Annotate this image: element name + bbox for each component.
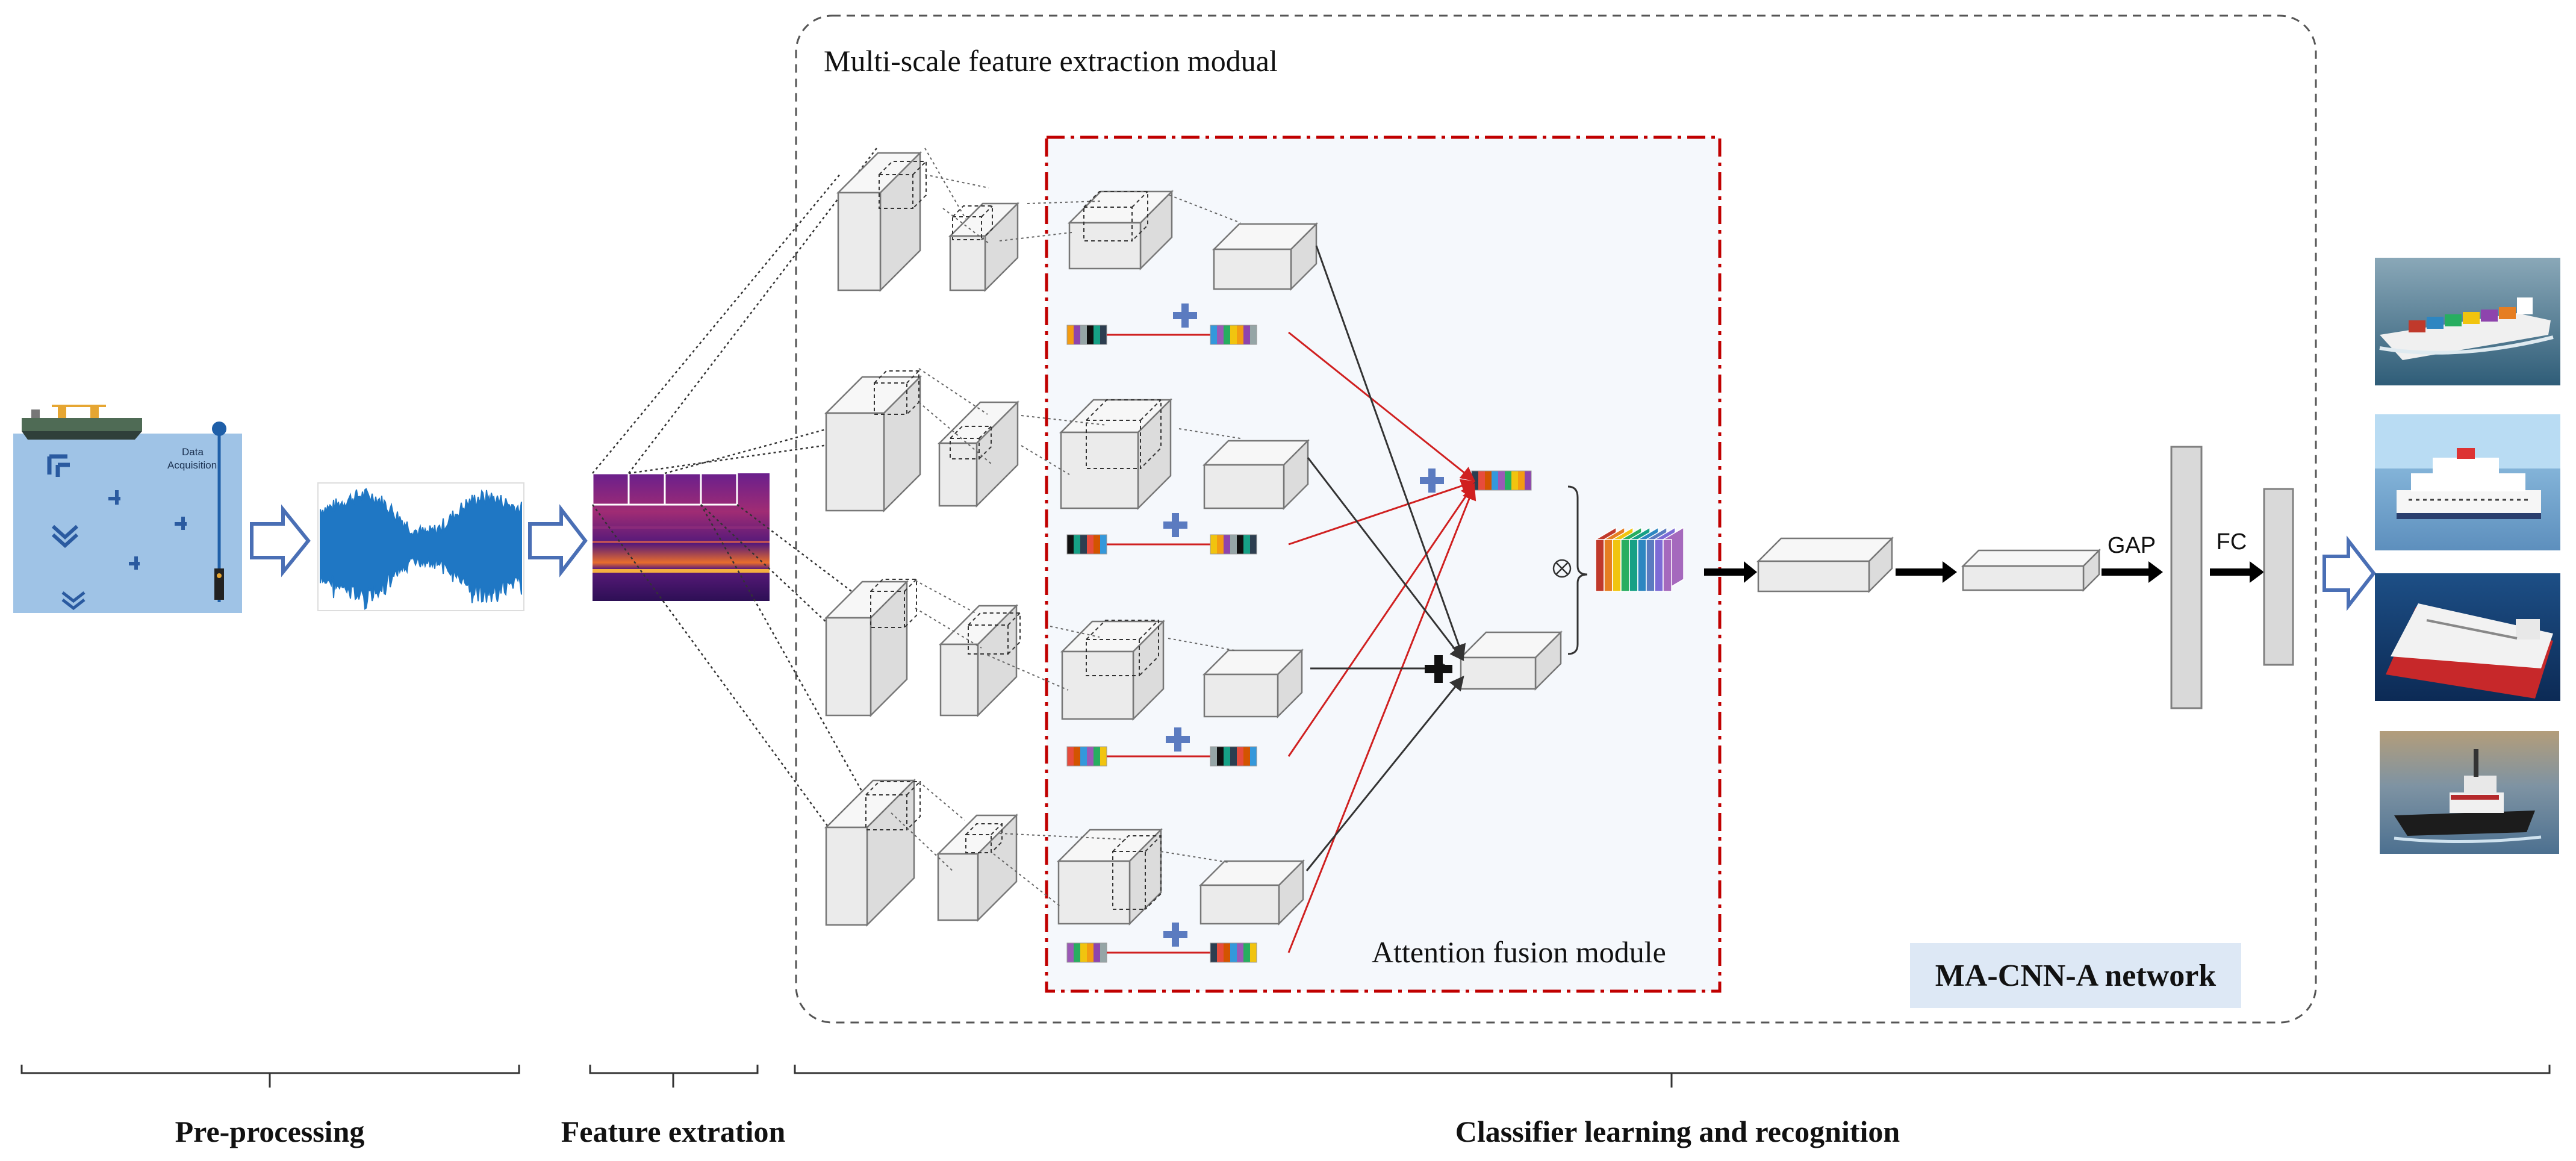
conv-cube [836, 151, 927, 293]
conv-cube [948, 201, 1020, 293]
plus-icon [1166, 727, 1190, 752]
conv-cube [1060, 619, 1166, 721]
multiscale-title: Multi-scale feature extraction modual [824, 44, 1278, 78]
attention-vector [1210, 325, 1257, 345]
conv-cube [1059, 397, 1173, 511]
conv-cube [1212, 222, 1319, 291]
attention-vector [1066, 746, 1107, 767]
conv-layers [824, 148, 2102, 927]
stage-label-classifier: Classifier learning and recognition [1455, 1115, 1900, 1148]
process-arrow [2322, 535, 2376, 611]
spectrogram [591, 472, 770, 601]
attention-vector [1066, 325, 1107, 345]
ship-image-container [2375, 258, 2560, 385]
plus-icon [1420, 468, 1444, 493]
attention-vector [1210, 942, 1257, 963]
stage-label-preprocessing: Pre-processing [175, 1115, 365, 1148]
conv-cube [1067, 189, 1174, 271]
attention-vector [1210, 746, 1257, 767]
data-acquisition-panel: Data Acquisition [13, 405, 242, 613]
ship-image-ferry [2375, 414, 2560, 550]
attention-vector [1066, 942, 1107, 963]
multiscale-region [795, 14, 2317, 1024]
conv-cube [824, 579, 917, 718]
gap-layer [2170, 446, 2203, 709]
conv-cube [824, 778, 921, 927]
conv-cube [937, 400, 1020, 508]
attention-feature-block [1595, 526, 1684, 593]
conv-cube [938, 603, 1021, 718]
fish-icon [47, 454, 70, 477]
conv-cube [1756, 536, 1894, 594]
conv-cube [1458, 630, 1563, 691]
fish-icon [51, 524, 79, 549]
plus-icon [1163, 923, 1187, 947]
network-badge [1910, 943, 2241, 1008]
conv-cube [1056, 827, 1163, 926]
ship-image-tugboat [2380, 731, 2559, 854]
gap-label: GAP [2108, 533, 2156, 558]
fish-icon [129, 556, 140, 570]
network-name: MA-CNN-A network [1935, 959, 2217, 993]
stage-label-feature-extraction: Feature extration [561, 1115, 786, 1148]
plus-icon [1425, 655, 1452, 683]
conv-cube [1202, 438, 1310, 511]
ship-image-tanker [2375, 573, 2560, 701]
feature-vectors [1066, 325, 1532, 963]
conv-cube [936, 813, 1019, 923]
conv-cube [1198, 859, 1305, 926]
plus-icon [1173, 303, 1197, 328]
receptive-field-lines [891, 148, 1241, 907]
fc-label: FC [2217, 529, 2247, 555]
fish-icon [108, 490, 120, 505]
fusion-brace [1567, 485, 1588, 655]
process-arrow [528, 504, 588, 577]
process-arrow [250, 504, 311, 577]
flow-arrows [1704, 561, 2264, 583]
multiply-icon [1552, 559, 1572, 578]
conv-cube [1961, 548, 2102, 593]
plus-icon [1163, 513, 1187, 537]
data-acquisition-label: Data [182, 446, 204, 458]
fish-icon [175, 517, 187, 530]
plus-icons [1163, 303, 1452, 947]
conv-cube [824, 370, 922, 513]
data-acquisition-label: Acquisition [167, 459, 217, 471]
branch-connectors [591, 148, 877, 833]
stage-braces [20, 1065, 2551, 1088]
attention-vector [1066, 534, 1107, 555]
attention-vector [1210, 534, 1257, 555]
fc-layer [2263, 488, 2294, 666]
fusion-arrows [1287, 245, 1476, 953]
attention-title: Attention fusion module [1372, 935, 1666, 969]
conv-cube [1202, 648, 1304, 719]
waveform-plot [317, 482, 524, 611]
fish-icon [61, 591, 86, 611]
fused-vector [1471, 470, 1532, 491]
